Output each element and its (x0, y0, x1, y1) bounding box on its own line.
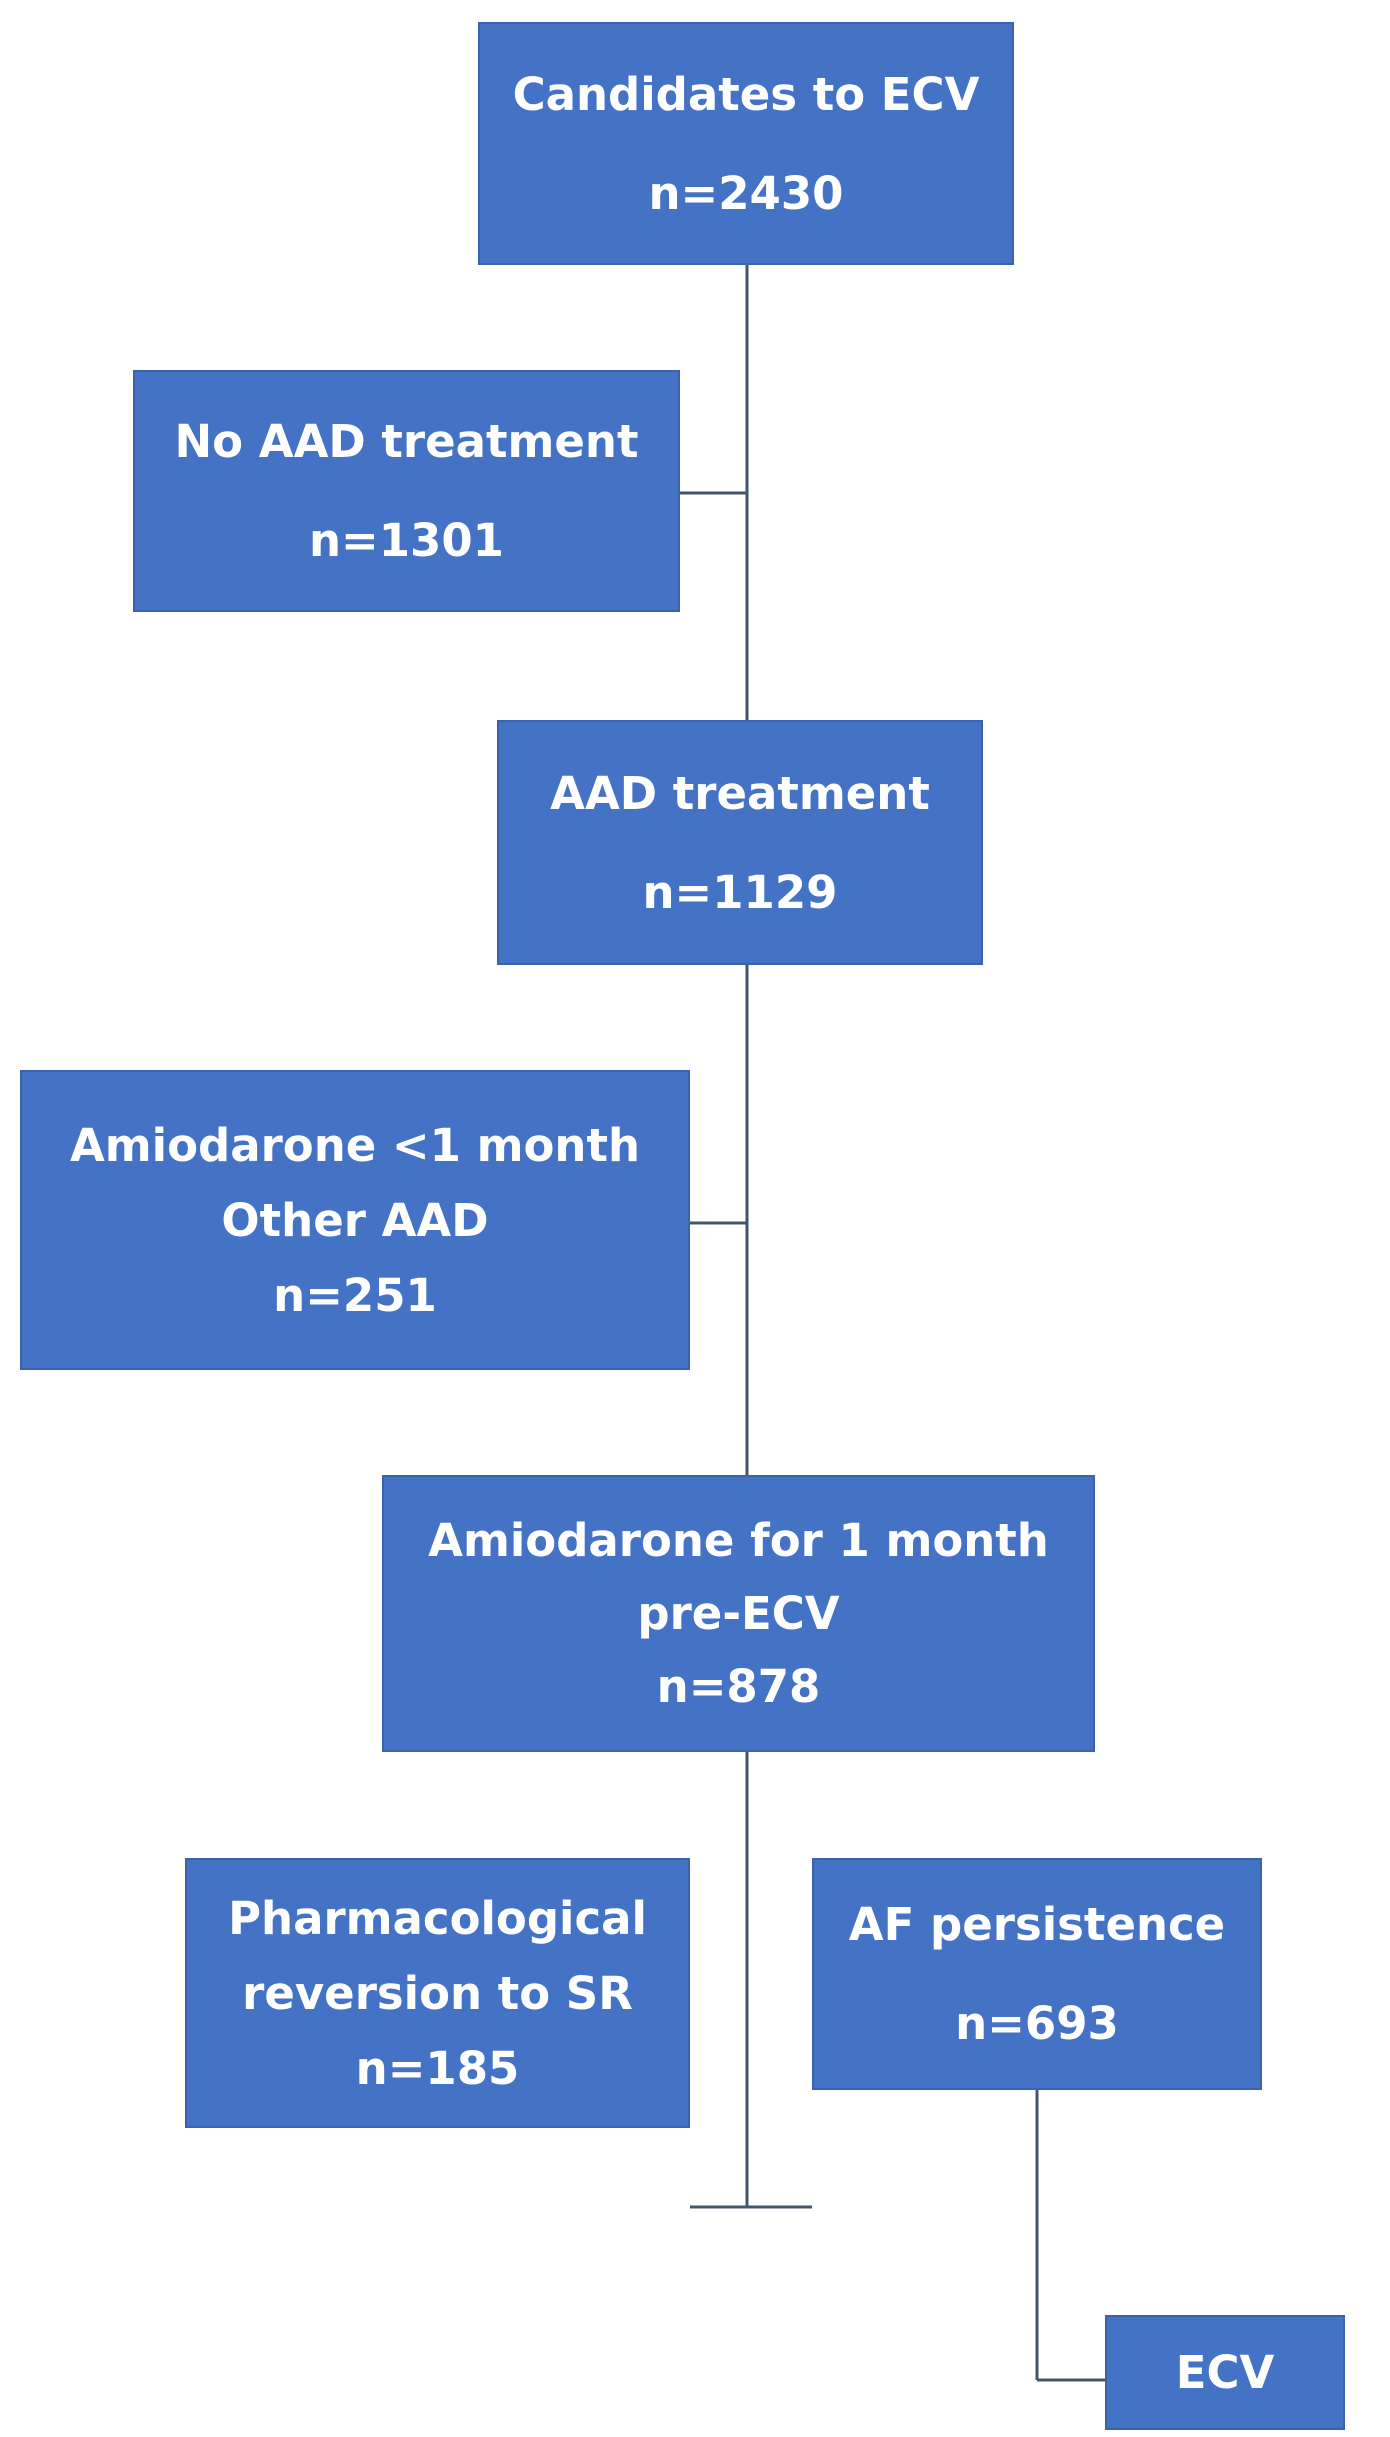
amio-month-title: Amiodarone for 1 month (428, 1514, 1049, 1567)
aad-box: AAD treatment n=1129 (497, 720, 983, 965)
amio-short-box: Amiodarone <1 month Other AAD n=251 (20, 1070, 690, 1370)
candidates-count: n=2430 (648, 166, 844, 220)
amio-month-count: n=878 (656, 1660, 821, 1713)
af-persistence-count: n=693 (955, 1997, 1119, 2050)
pharm-reversion-title: Pharmacological (228, 1891, 647, 1945)
ecv-title: ECV (1175, 2346, 1275, 2399)
no-aad-box: No AAD treatment n=1301 (133, 370, 680, 612)
amio-month-subtitle: pre-ECV (637, 1587, 840, 1640)
candidates-box: Candidates to ECV n=2430 (478, 22, 1014, 265)
aad-count: n=1129 (642, 865, 838, 919)
amio-month-box: Amiodarone for 1 month pre-ECV n=878 (382, 1475, 1095, 1752)
no-aad-title: No AAD treatment (174, 415, 639, 468)
candidates-title: Candidates to ECV (512, 67, 980, 121)
amio-short-count: n=251 (273, 1268, 437, 1322)
amio-short-other: Other AAD (221, 1193, 489, 1247)
amio-short-title: Amiodarone <1 month (69, 1118, 641, 1172)
aad-title: AAD treatment (550, 766, 930, 820)
ecv-box: ECV (1105, 2315, 1345, 2430)
pharm-reversion-count: n=185 (355, 2041, 520, 2095)
pharm-reversion-box: Pharmacological reversion to SR n=185 (185, 1858, 690, 2128)
pharm-reversion-subtitle: reversion to SR (242, 1966, 633, 2020)
no-aad-count: n=1301 (309, 514, 504, 567)
af-persistence-box: AF persistence n=693 (812, 1858, 1262, 2090)
af-persistence-title: AF persistence (848, 1898, 1226, 1951)
